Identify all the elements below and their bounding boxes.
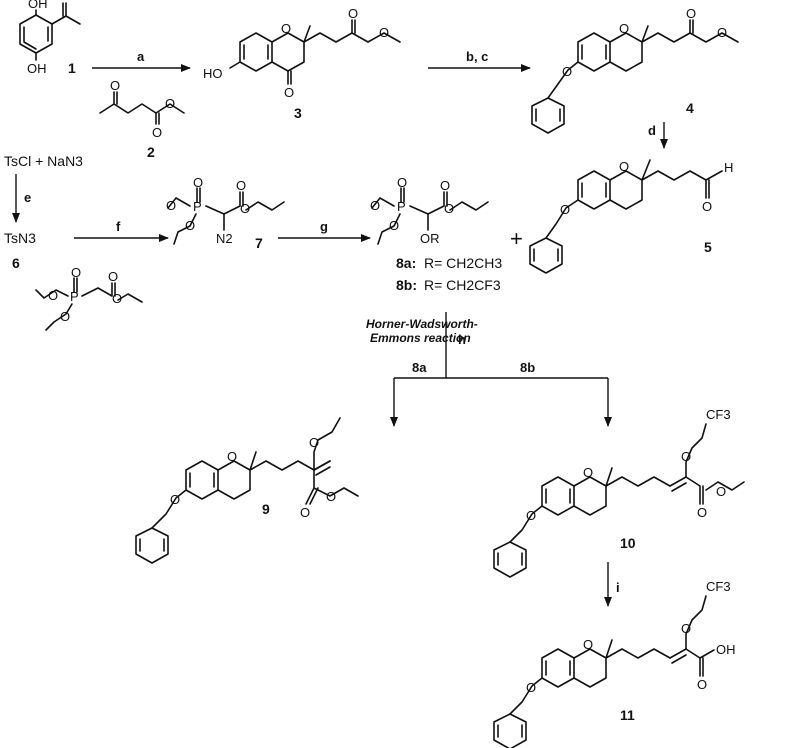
compound-2-label: 2 (147, 144, 155, 160)
condition-bc: b, c (466, 49, 488, 64)
phosphorus-atom: P (397, 199, 406, 214)
condition-g: g (320, 219, 328, 234)
carbonyl-oxygen: O (686, 6, 696, 21)
reagent-tscl-nan3: TsCl + NaN3 (4, 153, 83, 169)
carbonyl-oxygen: O (110, 78, 120, 93)
hydroxyl-label: OH (28, 0, 48, 11)
condition-f: f (116, 219, 121, 234)
ether-oxygen: O (170, 492, 180, 507)
phosphoryl-oxygen: O (397, 175, 407, 190)
compound-8b-substituent: R= CH2CF3 (424, 277, 501, 293)
ester-oxygen: O (112, 291, 122, 306)
ester-oxygen: O (717, 25, 727, 40)
condition-d: d (648, 123, 656, 138)
branch-8b-label: 8b (520, 360, 535, 375)
carbonyl-oxygen: O (236, 178, 246, 193)
aldehyde-hydrogen: H (724, 160, 733, 175)
compound-8b-label: 8b: (396, 277, 417, 293)
ether-oxygen: O (526, 508, 536, 523)
compound-3-label: 3 (294, 105, 302, 121)
ring-oxygen: O (583, 465, 593, 480)
diazo-group: N2 (216, 231, 233, 246)
compound-8a-substituent: R= CH2CH3 (424, 255, 502, 271)
ring-oxygen: O (619, 21, 629, 36)
compound-6-label: 6 (12, 255, 20, 271)
ring-oxygen: O (583, 637, 593, 652)
compound-9-structure: O O O O O 9 (135, 417, 359, 564)
compound-4-structure: O O O O 4 (531, 6, 739, 134)
carbonyl-oxygen: O (697, 505, 707, 520)
ester-oxygen: O (379, 25, 389, 40)
phosphonate-oxygen: O (166, 198, 176, 213)
compound-10-structure: O O O CF3 O O 10 (493, 407, 745, 578)
ring-oxygen: O (619, 159, 629, 174)
ketone-oxygen: O (284, 85, 294, 100)
carbonyl-oxygen: O (108, 269, 118, 284)
phosphoryl-oxygen: O (71, 265, 81, 280)
hwe-label-line1: Horner-Wadsworth- (366, 317, 478, 331)
trifluoromethyl-group: CF3 (706, 407, 731, 422)
enol-ether-oxygen: O (309, 435, 319, 450)
phosphonate-oxygen: O (60, 309, 70, 324)
phosphorus-atom: P (193, 199, 202, 214)
carbonyl-oxygen: O (152, 125, 162, 140)
condition-h: h (458, 332, 466, 347)
ring-oxygen: O (227, 449, 237, 464)
hydroxyl-label: HO (203, 66, 223, 81)
carboxylic-acid-hydroxyl: OH (716, 642, 736, 657)
compound-1-structure: OH OH 1 (19, 0, 81, 76)
ester-oxygen: O (716, 484, 726, 499)
ester-oxygen: O (326, 489, 336, 504)
ring-oxygen: O (281, 21, 291, 36)
compound-11-structure: O O O CF3 O OH 11 (493, 579, 736, 748)
hwe-label-line2: Emmons reaction (370, 331, 471, 345)
aldehyde-oxygen: O (702, 199, 712, 214)
compound-2-structure: O O O 2 (99, 78, 185, 160)
carbonyl-oxygen: O (348, 6, 358, 21)
compound-10-label: 10 (620, 535, 636, 551)
compound-4-label: 4 (686, 100, 694, 116)
phosphonate-oxygen: O (370, 198, 380, 213)
phosphoryl-oxygen: O (193, 175, 203, 190)
ester-oxygen: O (240, 201, 250, 216)
compound-11-label: 11 (620, 707, 635, 723)
ester-oxygen: O (165, 96, 175, 111)
compound-9-label: 9 (262, 501, 270, 517)
compound-8a-label: 8a: (396, 255, 416, 271)
carbonyl-oxygen: O (697, 677, 707, 692)
compound-7-structure: O P O O O O N2 7 (166, 175, 285, 251)
ether-oxygen: O (562, 64, 572, 79)
carbonyl-oxygen: O (440, 178, 450, 193)
phosphorus-atom: P (70, 289, 79, 304)
hydroxyl-label: OH (27, 61, 47, 76)
condition-a: a (137, 49, 145, 64)
condition-i: i (616, 580, 620, 595)
enol-ether-oxygen: O (681, 621, 691, 636)
alkoxy-group: OR (420, 231, 440, 246)
ether-oxygen: O (526, 680, 536, 695)
ester-oxygen: O (444, 201, 454, 216)
carbonyl-oxygen: O (300, 505, 310, 520)
compound-3-structure: O HO O O O 3 (203, 6, 401, 121)
reagent-tsn3: TsN3 (4, 230, 36, 246)
compound-1-label: 1 (68, 60, 76, 76)
compound-8-structure: O P O O O O OR (370, 175, 489, 246)
phosphonate-oxygen: O (48, 288, 58, 303)
compound-7-label: 7 (255, 235, 263, 251)
ether-oxygen: O (560, 202, 570, 217)
condition-e: e (24, 190, 31, 205)
phosphonate-oxygen: O (185, 218, 195, 233)
compound-5-structure: O O O H 5 (529, 159, 733, 274)
plus-sign: + (510, 226, 523, 251)
phosphonate-oxygen: O (389, 218, 399, 233)
phosphonoacetate-reagent: O P O O O O (35, 265, 143, 331)
trifluoromethyl-group: CF3 (706, 579, 731, 594)
branch-8a-label: 8a (412, 360, 427, 375)
enol-ether-oxygen: O (681, 449, 691, 464)
compound-5-label: 5 (704, 239, 712, 255)
